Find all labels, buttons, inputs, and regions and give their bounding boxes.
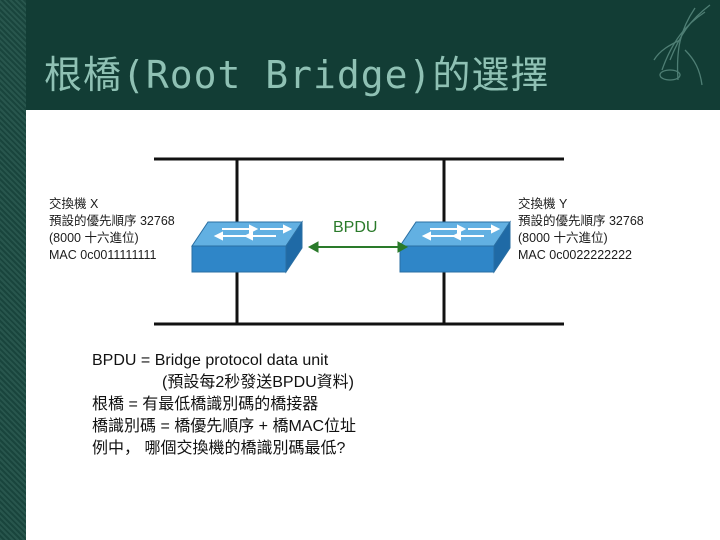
note-line: 根橋 = 有最低橋識別碼的橋接器 [92,396,319,413]
switch-x-label: 交換機 X 預設的優先順序 32768 (8000 十六進位) MAC 0c00… [49,196,175,264]
notes-block: BPDU = Bridge protocol data unit (預設每2秒發… [92,350,356,460]
switch-x-icon [191,220,303,274]
page-title: 根橋(Root Bridge)的選擇 [44,53,550,97]
switch-y-icon [399,220,511,274]
bpdu-arrow [307,241,409,253]
switch-x-name: 交換機 X [49,197,99,211]
switch-x-hex: (8000 十六進位) [49,231,139,245]
switch-y-hex: (8000 十六進位) [518,231,608,245]
switch-x-priority: 預設的優先順序 32768 [49,214,175,228]
switch-y-priority: 預設的優先順序 32768 [518,214,644,228]
note-line: 橋識別碼 = 橋優先順序 + 橋MAC位址 [92,418,357,435]
feather-ornament [653,4,711,86]
note-line: (預設每2秒發送BPDU資料) [162,374,355,391]
note-line: BPDU = Bridge protocol data unit [92,352,329,369]
texture-strip [0,0,26,540]
switch-x-mac: MAC 0c0011111111 [49,248,157,262]
bpdu-label: BPDU [333,219,378,236]
switch-y-mac: MAC 0c0022222222 [518,248,632,262]
switch-y-label: 交換機 Y 預設的優先順序 32768 (8000 十六進位) MAC 0c00… [518,196,644,264]
switch-y-name: 交換機 Y [518,197,568,211]
note-line: 例中， 哪個交換機的橋識別碼最低? [92,440,346,457]
